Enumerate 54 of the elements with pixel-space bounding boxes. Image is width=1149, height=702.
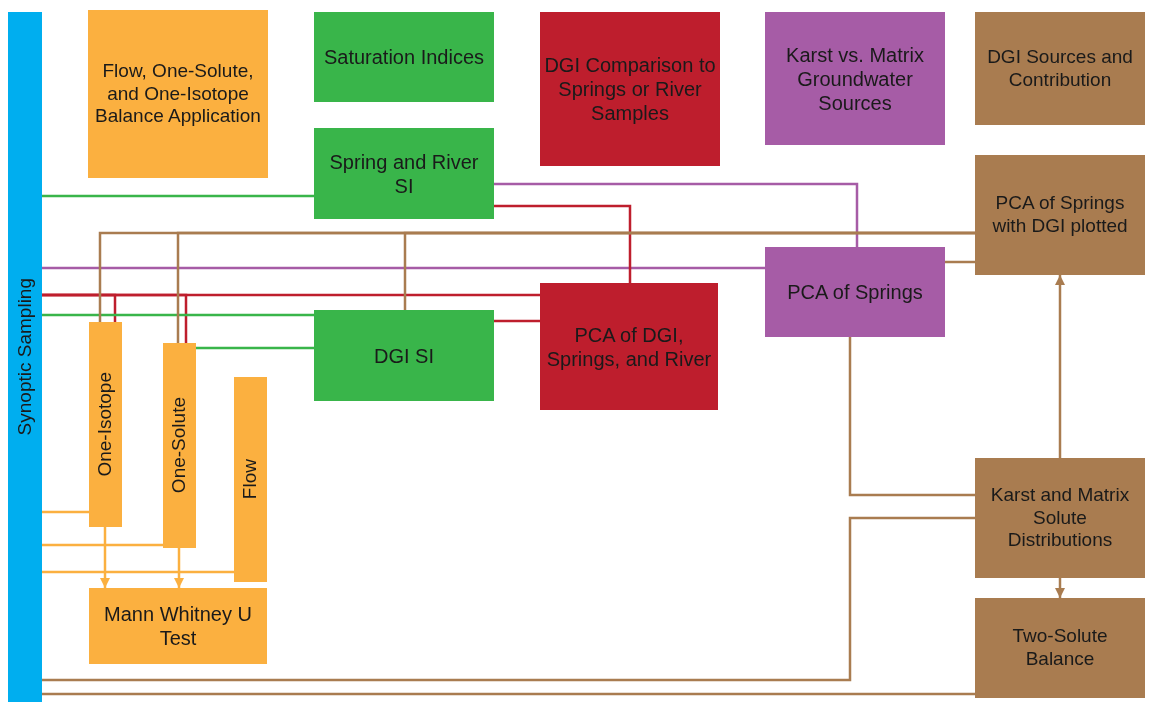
- node-label: DGI SI: [374, 343, 434, 368]
- connector-line: [42, 194, 314, 198]
- process-box: [975, 598, 1145, 698]
- node-label: Saturation Indices: [323, 45, 485, 69]
- connector-line: [42, 543, 163, 547]
- process-box: [975, 155, 1145, 275]
- node-label: One-Isotope: [94, 372, 117, 477]
- connector-line: [848, 337, 975, 497]
- node-label: One-Solute: [168, 397, 191, 494]
- category-box: [540, 12, 720, 166]
- process-box: [234, 377, 267, 582]
- process-box: [540, 283, 718, 410]
- sampling-bar: [8, 12, 42, 702]
- node-label: Karst vs. Matrix Groundwater Sources: [785, 42, 925, 115]
- arrow: [174, 548, 184, 588]
- process-box: [163, 343, 196, 548]
- category-box: [975, 12, 1145, 125]
- arrow: [1055, 578, 1065, 598]
- category-box: [314, 12, 494, 102]
- node-label: PCA of DGI, Springs, and River: [545, 322, 713, 371]
- connector-line: [42, 570, 234, 574]
- node-label: Flow, One-Solute, and One-Isotope Balance Application: [94, 59, 262, 129]
- process-box: [765, 247, 945, 337]
- node-label: PCA of Springs with DGI plotted: [991, 192, 1129, 238]
- arrow: [100, 527, 110, 588]
- node-label: Synoptic Sampling: [13, 278, 36, 436]
- process-box: [89, 322, 122, 527]
- connector-line: [42, 266, 765, 270]
- node-label: Mann Whitney U Test: [103, 602, 253, 650]
- connector-line: [494, 319, 540, 323]
- connector-line: [403, 231, 975, 310]
- node-label: DGI Sources and Contribution: [986, 45, 1134, 92]
- connector-line: [42, 293, 188, 343]
- process-box: [975, 458, 1145, 578]
- node-label: DGI Comparison to Springs or River Samples: [544, 53, 716, 125]
- category-box: [88, 10, 268, 178]
- node-label: Karst and Matrix Solute Distributions: [989, 483, 1131, 553]
- connector-line: [494, 182, 859, 247]
- category-box: [765, 12, 945, 145]
- connector-line: [42, 313, 314, 317]
- node-label: Flow: [239, 459, 262, 500]
- arrow: [1055, 275, 1065, 458]
- node-label: PCA of Springs: [787, 280, 923, 304]
- connector-line: [42, 692, 975, 696]
- node-label: Spring and River SI: [328, 149, 480, 198]
- connector-line: [945, 260, 975, 264]
- process-box: [314, 128, 494, 219]
- process-box: [314, 310, 494, 401]
- process-box: [89, 588, 267, 664]
- connector-line: [494, 204, 632, 283]
- connector-line: [42, 510, 89, 514]
- connector-line: [196, 346, 314, 350]
- node-label: Two-Solute Balance: [1011, 625, 1109, 671]
- connector-line: [42, 516, 975, 682]
